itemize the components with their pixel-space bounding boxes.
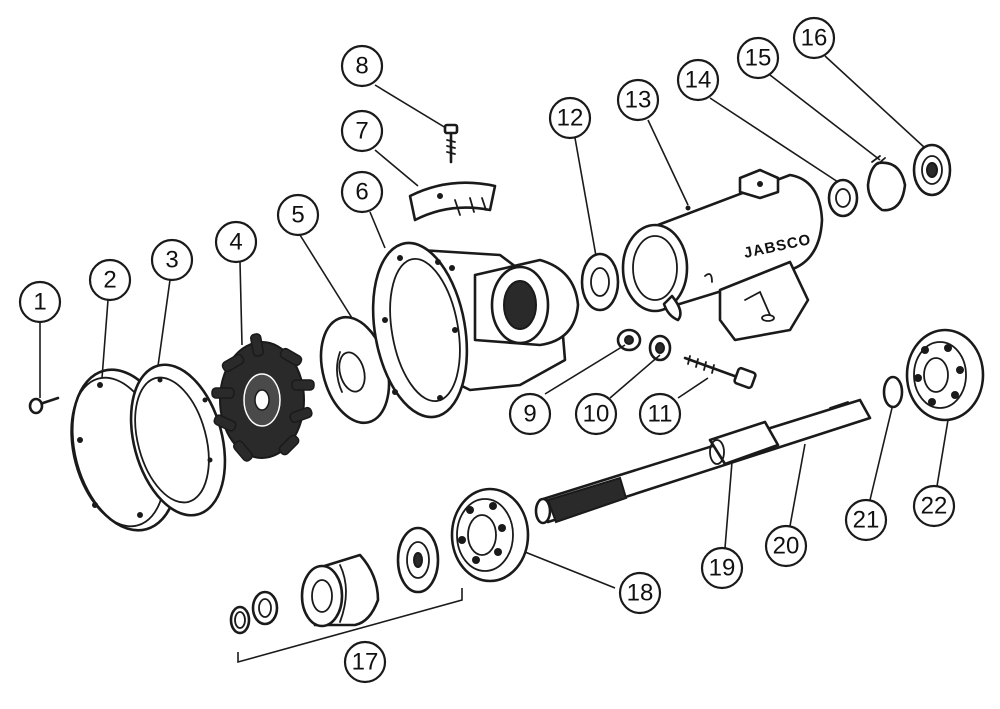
callout-16: 16 (792, 16, 836, 60)
callout-9: 9 (508, 392, 552, 436)
callout-22: 22 (912, 484, 956, 528)
callout-label-6: 6 (355, 179, 368, 206)
callout-label-4: 4 (229, 229, 242, 256)
callout-20: 20 (764, 524, 808, 568)
part-21-snap-ring (882, 375, 904, 409)
leader-lines (39, 55, 949, 589)
part-12-seal (580, 252, 620, 312)
callout-14: 14 (676, 58, 720, 102)
callout-label-22: 22 (921, 493, 948, 520)
part-6-pump-body (371, 241, 580, 419)
callout-12: 12 (548, 96, 592, 140)
part-14-seal-ring (827, 178, 859, 218)
callout-label-12: 12 (557, 105, 584, 132)
callout-3: 3 (150, 238, 194, 282)
callout-label-7: 7 (355, 118, 368, 145)
callout-label-1: 1 (33, 289, 46, 316)
callout-15: 15 (736, 36, 780, 80)
callout-label-8: 8 (355, 53, 368, 80)
callout-label-5: 5 (291, 202, 304, 229)
part-22-outer-bearing (905, 328, 985, 422)
part-13-bearing-housing: JABSCO (621, 168, 824, 342)
callout-label-15: 15 (745, 45, 772, 72)
callout-label-21: 21 (853, 507, 880, 534)
part-18-bearing (450, 487, 530, 583)
callout-label-2: 2 (103, 267, 116, 294)
callout-label-3: 3 (165, 247, 178, 274)
callout-18: 18 (618, 571, 662, 615)
callout-2: 2 (88, 258, 132, 302)
part-1-screw (28, 396, 60, 415)
callout-19: 19 (700, 546, 744, 590)
callout-13: 13 (616, 78, 660, 122)
callout-6: 6 (340, 170, 384, 214)
callout-label-18: 18 (627, 580, 654, 607)
callout-1: 1 (18, 280, 62, 324)
callout-4: 4 (214, 220, 258, 264)
part-11-bolt (683, 355, 757, 390)
callout-label-9: 9 (523, 401, 536, 428)
callout-label-11: 11 (648, 401, 673, 428)
callout-5: 5 (276, 193, 320, 237)
part-4-impeller (211, 333, 315, 462)
callout-label-10: 10 (583, 401, 610, 428)
callout-label-14: 14 (685, 67, 712, 94)
callout-label-16: 16 (801, 25, 828, 52)
callout-label-13: 13 (625, 87, 652, 114)
callout-10: 10 (574, 392, 618, 436)
callout-21: 21 (844, 498, 888, 542)
part-19-20-shaft (534, 398, 872, 525)
callout-label-17: 17 (352, 649, 379, 676)
callout-17: 17 (343, 640, 387, 684)
part-3-gasket (129, 363, 227, 517)
part-17-seal-assembly (229, 526, 463, 664)
callout-label-19: 19 (709, 555, 736, 582)
callout-7: 7 (340, 109, 384, 153)
part-8-cam-screw (443, 123, 459, 164)
part-10-washer (648, 334, 672, 362)
part-15-retaining-ring (866, 155, 907, 212)
part-7-cam (408, 181, 497, 222)
callout-8: 8 (340, 44, 384, 88)
part-16-seal (912, 143, 952, 197)
callout-11: 11 (638, 392, 682, 436)
callout-label-20: 20 (773, 533, 800, 560)
